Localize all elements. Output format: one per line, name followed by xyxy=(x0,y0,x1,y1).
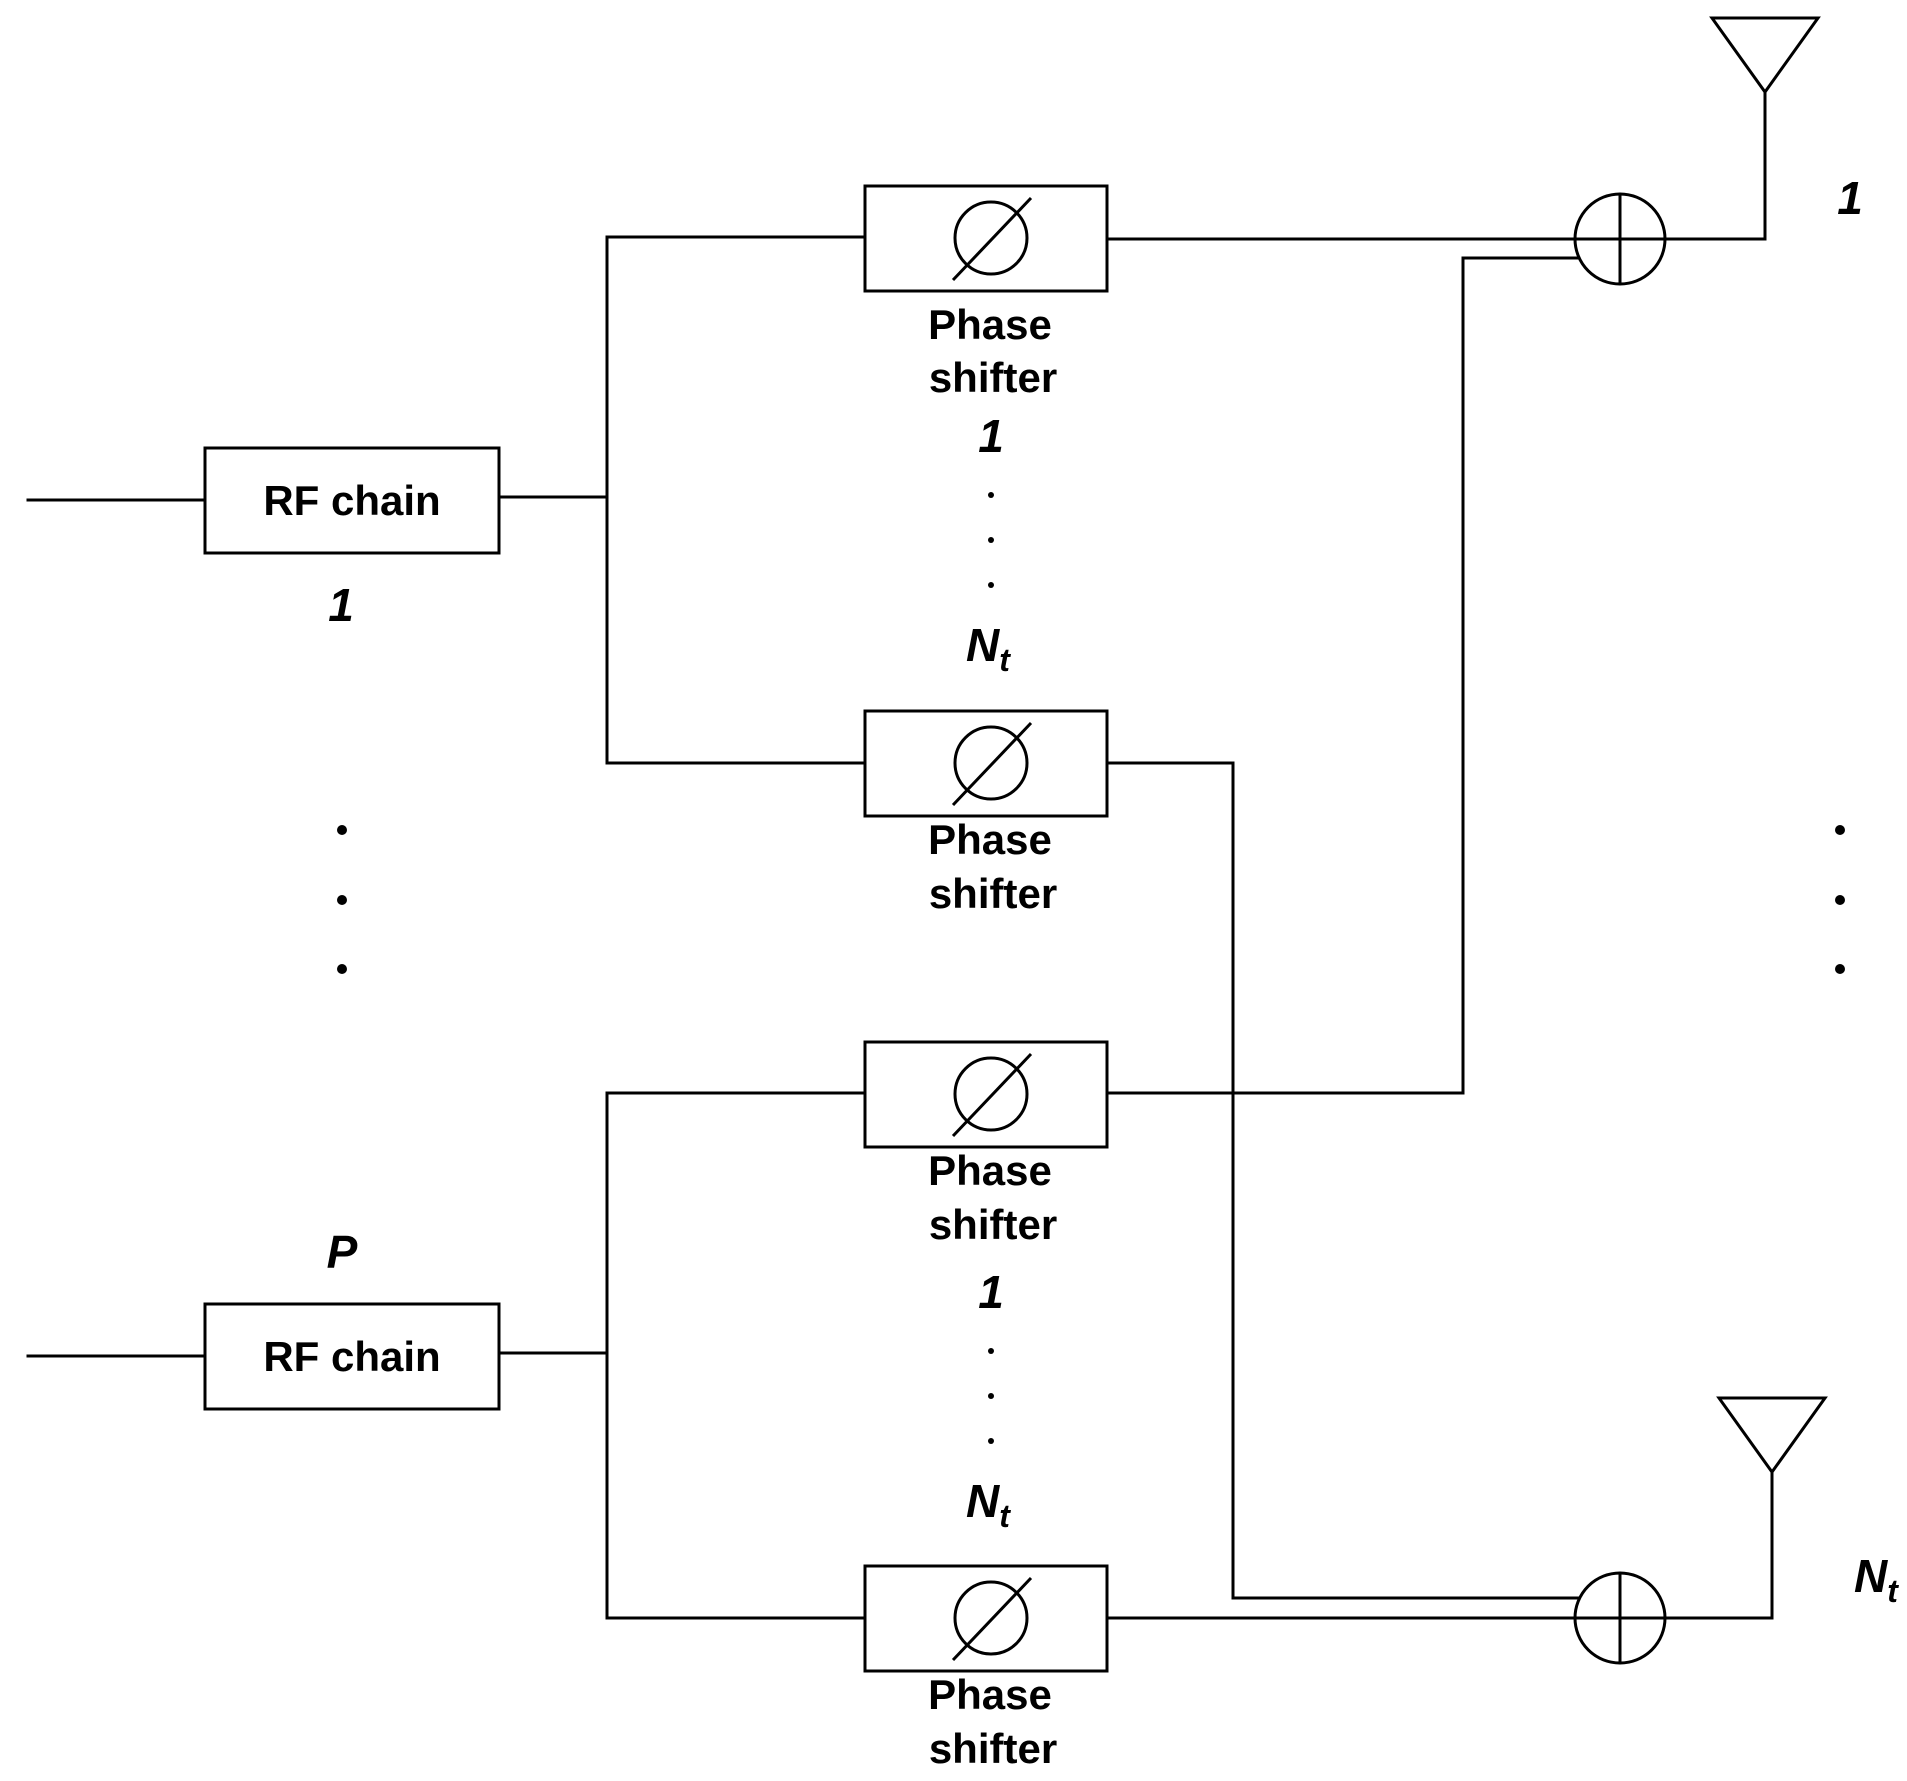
rf-chain-1-box xyxy=(203,446,501,555)
antenna-1-icon xyxy=(1709,16,1821,95)
phase-shift-icon xyxy=(951,1052,1033,1138)
antenna-nt-icon xyxy=(1716,1396,1828,1475)
phase-shifter-label-line2: shifter xyxy=(929,1725,1057,1772)
ellipsis-ps-group-1 xyxy=(988,492,994,588)
rf-chain-1: RF chain xyxy=(203,446,501,555)
ellipsis-antennas xyxy=(1835,825,1845,974)
rf-chain-p-label: RF chain xyxy=(263,1333,440,1380)
ellipsis-ps-group-p xyxy=(988,1348,994,1444)
phase-shift-icon xyxy=(951,1576,1033,1662)
ellipsis-rf-chains xyxy=(337,825,347,974)
rf-chain-1-index: 1 xyxy=(328,579,354,631)
ps-1-nt-to-combiner-nt xyxy=(1105,761,1585,1600)
phase-shifter-group-p-last-index: Nt xyxy=(966,1475,1011,1534)
phase-shift-icon xyxy=(951,721,1033,807)
phase-shifter-label-line1: Phase xyxy=(928,816,1052,863)
phase-shift-icon xyxy=(951,196,1033,282)
combiner-nt xyxy=(1573,1571,1667,1665)
phase-shifter-label-line1: Phase xyxy=(928,1147,1052,1194)
phase-shifter-p-1: Phase shifter xyxy=(863,1040,1109,1248)
phase-shifter-group-p-first-index: 1 xyxy=(978,1266,1004,1318)
phase-shifter-label-line2: shifter xyxy=(929,354,1057,401)
phase-shifter-1-nt: Phase shifter xyxy=(863,709,1109,917)
ps-p-1-to-combiner-1 xyxy=(1105,256,1585,1095)
antenna-1-index: 1 xyxy=(1837,172,1863,224)
phase-shifter-p-nt: Phase shifter xyxy=(863,1564,1109,1772)
rf-chain-p-box xyxy=(203,1302,501,1411)
phase-shifter-label-line1: Phase xyxy=(928,1671,1052,1718)
phase-shifter-label-line2: shifter xyxy=(929,870,1057,917)
phase-shifter-group-1-last-index: Nt xyxy=(966,619,1011,678)
antenna-nt-index: Nt xyxy=(1854,1550,1899,1609)
rf-chain-p-index: P xyxy=(327,1226,358,1278)
phase-shifter-label-line2: shifter xyxy=(929,1201,1057,1248)
rf-chain-p: RF chain xyxy=(203,1302,501,1411)
phase-shifter-label-line1: Phase xyxy=(928,301,1052,348)
phase-shifter-1-1: Phase shifter xyxy=(863,184,1109,401)
phase-shifter-group-1-first-index: 1 xyxy=(978,410,1004,462)
rf-chain-1-label: RF chain xyxy=(263,477,440,524)
wires xyxy=(26,90,1774,1620)
combiner-1 xyxy=(1573,192,1667,286)
